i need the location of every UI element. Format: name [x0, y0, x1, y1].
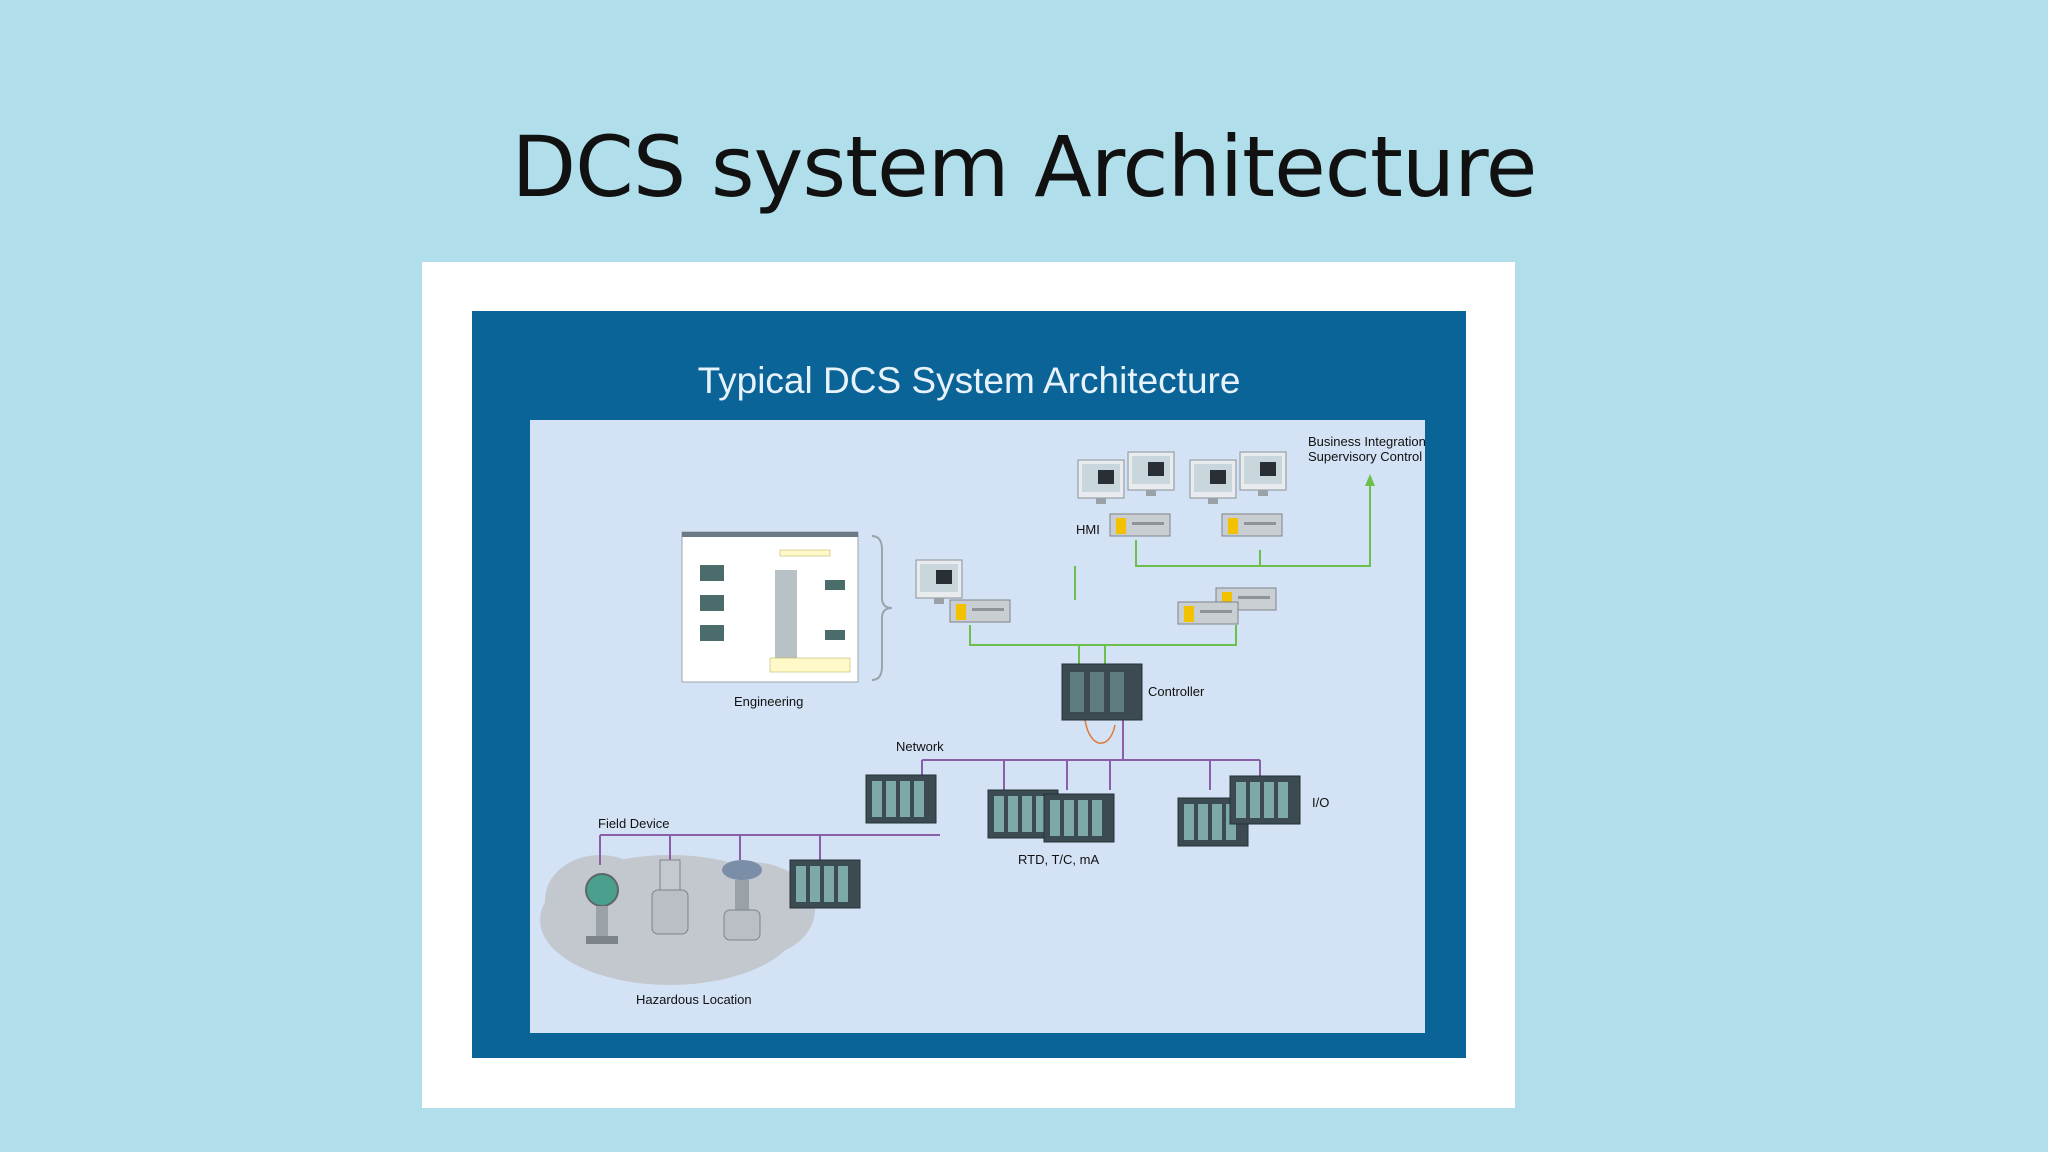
business-integration-label: Business Integration: [1308, 434, 1425, 449]
field-device-label: Field Device: [598, 816, 670, 831]
dcs-architecture-diagram: Business Integration Supervisory Control…: [530, 420, 1425, 1033]
supervisory-control-label: Supervisory Control: [1308, 449, 1422, 464]
arrow-up: [1365, 474, 1375, 486]
slide-title: DCS system Architecture: [511, 118, 1538, 216]
engineering-bracket: [871, 535, 893, 681]
controller-label: Controller: [1148, 684, 1205, 699]
diagram-title: Typical DCS System Architecture: [697, 360, 1241, 401]
network-bus: [599, 720, 1261, 865]
controller-cable: [1084, 719, 1116, 744]
network-label: Network: [896, 739, 944, 754]
engineering-label: Engineering: [734, 694, 803, 709]
green-links: [969, 482, 1371, 664]
hmi-label: HMI: [1076, 522, 1100, 537]
rtd-label: RTD, T/C, mA: [1018, 852, 1099, 867]
io-label: I/O: [1312, 795, 1329, 810]
field-devices: [585, 859, 762, 944]
hazardous-location-label: Hazardous Location: [636, 992, 752, 1007]
controller-device: [1061, 663, 1143, 721]
engineering-screen: [681, 531, 859, 683]
